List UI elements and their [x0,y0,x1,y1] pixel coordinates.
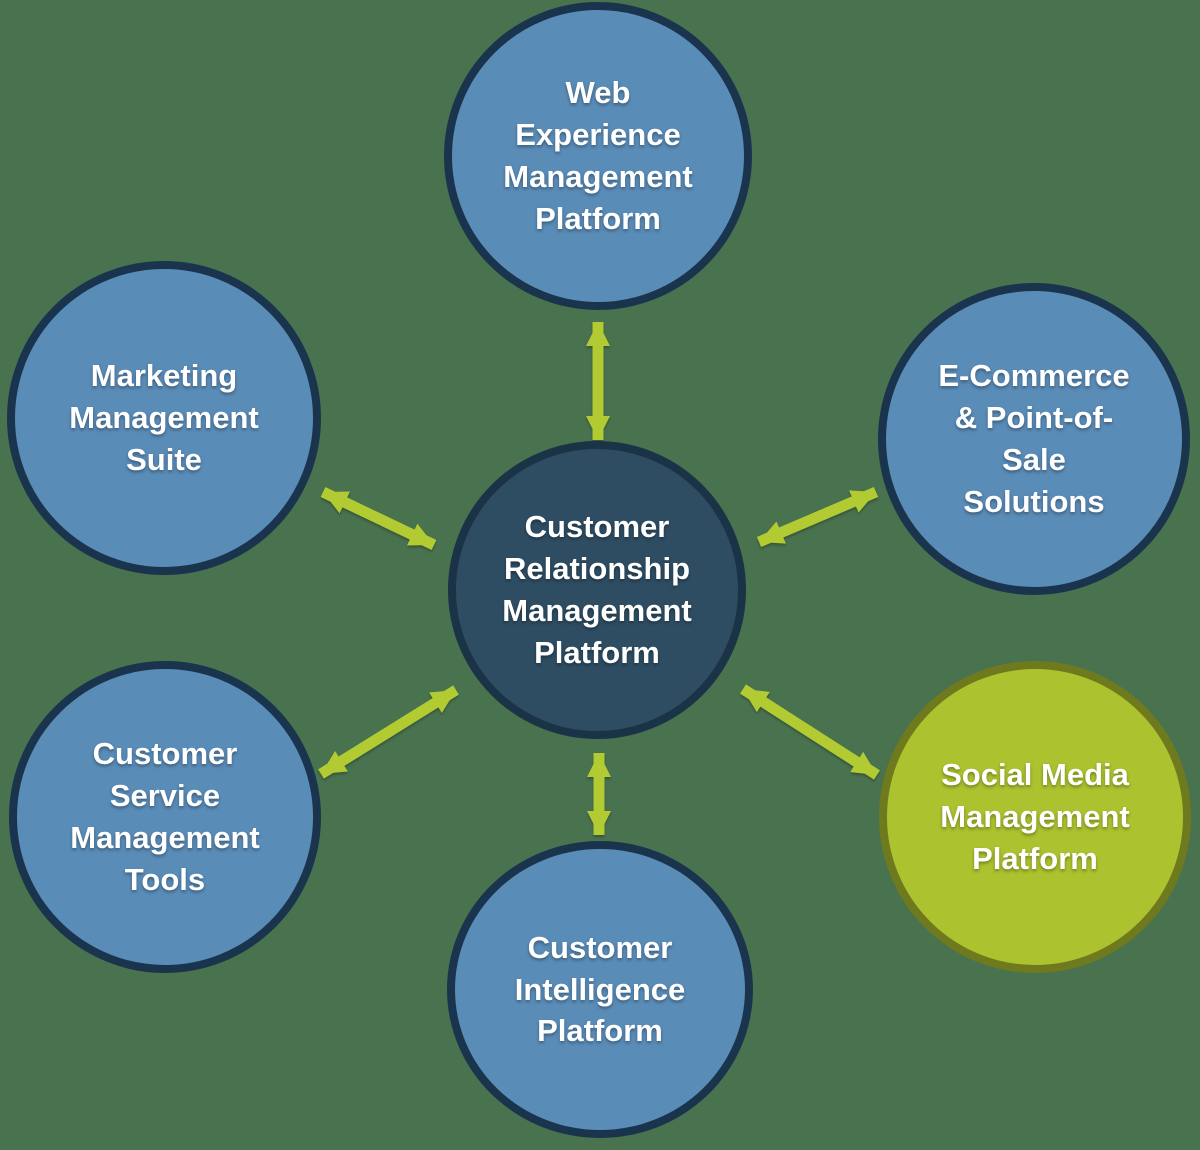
node-marketing-suite: Marketing Management Suite [7,261,321,575]
node-customer-service-label: Customer Service Management Tools [70,736,260,897]
node-customer-service: Customer Service Management Tools [9,661,321,973]
node-marketing-suite-label: Marketing Management Suite [69,358,259,477]
node-ecommerce-pos: E-Commerce & Point-of- Sale Solutions [878,283,1190,595]
node-crm-hub-label: Customer Relationship Management Platfor… [502,509,692,670]
node-customer-intelligence: Customer Intelligence Platform [447,841,753,1138]
node-customer-intelligence-label: Customer Intelligence Platform [514,929,686,1049]
node-web-experience-label: Web Experience Management Platform [503,75,693,236]
node-social-media-label: Social Media Management Platform [940,757,1130,876]
arrow-crm-ecommerce [756,486,879,548]
node-web-experience: Web Experience Management Platform [444,2,752,310]
node-ecommerce-pos-label: E-Commerce & Point-of- Sale Solutions [938,358,1130,519]
arrow-crm-social [740,684,880,780]
node-crm-hub: Customer Relationship Management Platfor… [448,441,746,739]
node-social-media: Social Media Management Platform [879,661,1191,973]
arrow-marketing-crm [320,487,437,550]
arrow-service-crm [318,685,459,779]
